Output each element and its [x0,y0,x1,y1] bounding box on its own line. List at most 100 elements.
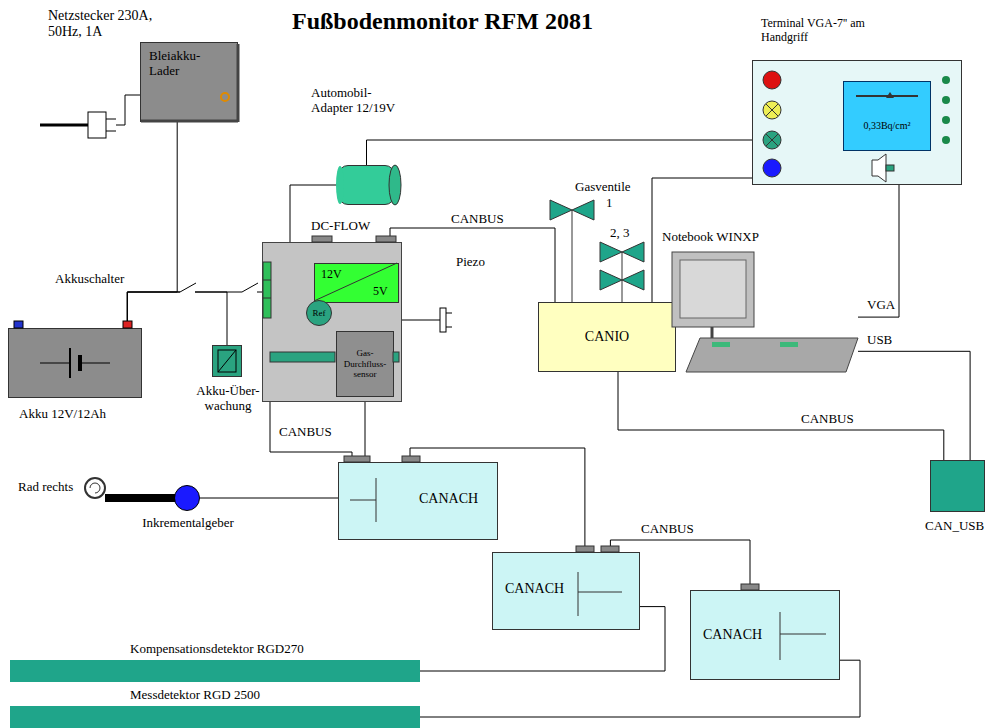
node-label: Gas- Durchfluss- sensor [338,348,392,379]
dcflow-details [263,280,271,281]
node-label: Akku-Über- wachung [188,384,268,414]
component-box: CANACH [492,552,640,630]
power-plug [106,131,116,132]
node-label: CANACH [419,491,478,507]
piezo-symbol [440,308,446,332]
annotation-label: Piezo [456,255,485,270]
relay-symbol [218,350,236,372]
dcflow-details [263,262,271,318]
component-box: Terminal VGA-7'' am Handgriff0,33Bq/cm² [752,60,962,185]
notebook-drawing [780,342,798,347]
gas-valve [600,270,622,290]
edge-label: CANBUS [800,412,855,427]
node-label: DC-FLOW [311,219,370,234]
component-box: Akku 12V/12Ah [8,328,142,398]
battery-switch [242,283,258,292]
terminal-controls [872,154,886,182]
gas-valve [622,252,623,302]
piezo-symbol [402,320,440,321]
battery-terminals [80,363,110,364]
terminal-controls [763,131,781,149]
component-box: 0,33Bq/cm² [843,81,931,151]
charger-detail [141,44,238,122]
dcflow-details [312,236,332,242]
annotation-label: 1 [606,196,613,211]
terminal-controls [763,71,781,89]
piezo-symbol [446,313,452,314]
node-label: CANACH [703,627,762,643]
wire-connector [127,292,227,345]
wire-connector [367,140,753,165]
node-label: Inkrementalgeber [135,516,241,531]
canach-details [741,584,759,590]
node-label: Ref [313,308,326,318]
canach-details [578,572,579,616]
power-plug [40,95,140,138]
wire-connector [127,292,262,328]
component-box: CANACH [338,462,498,540]
battery-terminals [14,321,23,328]
notebook-drawing [672,252,754,327]
battery-switch [180,283,196,292]
power-plug [116,95,140,125]
annotation-label: Akkuschalter [55,272,124,287]
battery-switch [242,288,257,296]
terminal-controls [942,116,950,124]
canach-details [344,456,826,660]
gas-valve [550,200,572,220]
component-box: CANIO [538,302,676,372]
edge-label: CANBUS [450,212,505,227]
notebook-drawing [711,327,714,338]
power-plug [40,124,88,127]
power-plug [88,112,106,138]
relay-symbol [218,350,236,372]
node-label: Notebook WINXP [662,230,759,245]
adapter-cylinder [336,165,401,205]
canach-details [402,456,420,462]
node-label: 12V [321,268,342,282]
wire-connector [858,351,970,460]
component-box: Gas- Durchfluss- sensor [336,331,394,397]
node-label: Messdetektor RGD 2500 [130,688,260,703]
wire-connector [270,402,352,462]
diagram-title: Fußbodenmonitor RFM 2081 [292,8,593,36]
component-box: CANACH [690,590,840,680]
annotation-label: Netzstecker 230A, 50Hz, 1A [48,8,176,40]
canach-details [576,546,594,552]
battery-terminals [123,321,132,328]
gas-valve [622,242,644,262]
terminal-controls [886,165,894,171]
battery-switch [180,288,195,296]
component-box: Automobil- Adapter 12/19V [338,165,395,205]
component-box: 12V5V [314,263,399,303]
terminal-controls [763,159,781,177]
component-box: Notebook WINXP [668,250,858,372]
edge-label: CANBUS [640,522,695,537]
component-box: CAN_USB [930,460,985,512]
canach-details [780,634,826,635]
canach-details [350,500,376,501]
component-box: Ref [306,300,332,326]
piezo-symbol [402,308,452,332]
edge-label: CANBUS [278,425,333,440]
dcflow-details [263,298,271,299]
component-box: Inkrementalgeber [174,485,200,511]
wire-connector [364,397,365,462]
wheel-symbol [105,494,175,502]
gas-valve [600,242,622,262]
component-box: Messdetektor RGD 2500 [10,706,420,728]
dcflow-details [376,236,396,242]
node-label: CAN_USB [925,519,984,534]
dcflow-details [393,352,399,362]
charger-detail [221,93,229,101]
battery-switch [180,283,258,296]
notebook-drawing [712,342,730,347]
node-label: Bleiakku- Lader [149,49,231,79]
canach-details [578,592,622,593]
edge-label: USB [866,333,893,348]
notebook-drawing [680,260,746,318]
annotation-label: 2, 3 [610,226,630,241]
component-box: Akku-Über- wachung [212,345,242,377]
canach-details [601,546,619,552]
